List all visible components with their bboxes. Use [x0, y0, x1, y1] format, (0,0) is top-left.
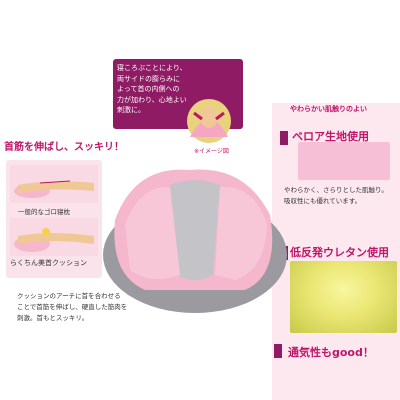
- velour-desc-line: 吸収性にも優れています。: [284, 197, 362, 205]
- callout-caption: ※イメージ図: [194, 148, 229, 155]
- ordinary-pillow-label: 一般的なゴロ寝枕: [18, 208, 70, 216]
- cushion-label: らくちん美首クッション: [10, 259, 87, 267]
- ordinary-pillow-illustration: [10, 165, 98, 203]
- velour-heading: ベロア生地使用: [292, 130, 369, 143]
- foam-heading: 低反発ウレタン使用: [290, 246, 389, 259]
- cushion-description: クッションのアーチに首を合わせる ことで首筋を伸ばし、硬直した筋肉を 刺激。首も…: [17, 291, 137, 324]
- cushion-desc-line: 刺激。首もとスッキリ。: [17, 314, 89, 322]
- callout-text: 寝ころぶことにより、 両サイドの膨らみに よって首の内側への 力が加わり、心地よ…: [117, 63, 213, 116]
- callout-line: よって首の内側への: [117, 85, 180, 93]
- heading-bar: [280, 131, 288, 145]
- callout-line: 刺激に。: [117, 106, 145, 114]
- cushion-desc-line: ことで首筋を伸ばし、硬直した筋肉を: [17, 303, 128, 311]
- callout-line: 寝ころぶことにより、: [117, 64, 187, 72]
- callout-line: 両サイドの膨らみに: [117, 74, 180, 83]
- neck-pressure-diagram: [187, 99, 231, 143]
- soft-caption: やわらかい肌触りのよい: [290, 105, 367, 113]
- neck-heading: 首筋を伸ばし、スッキリ！: [4, 142, 124, 153]
- heading-bar: [274, 344, 282, 358]
- pillow-product-image: [103, 169, 287, 313]
- velour-desc-line: やわらかく、さらりとした肌触り。: [284, 186, 388, 194]
- velour-fabric-swatch: [298, 142, 390, 180]
- foam-swatch: [290, 261, 397, 333]
- cushion-illustration: [10, 218, 98, 256]
- callout-line: 力が加わり、心地よい: [117, 95, 187, 104]
- breathability-heading: 通気性もgood！: [288, 346, 374, 359]
- velour-description: やわらかく、さらりとした肌触り。 吸収性にも優れています。: [284, 185, 394, 207]
- cushion-desc-line: クッションのアーチに首を合わせる: [17, 292, 121, 300]
